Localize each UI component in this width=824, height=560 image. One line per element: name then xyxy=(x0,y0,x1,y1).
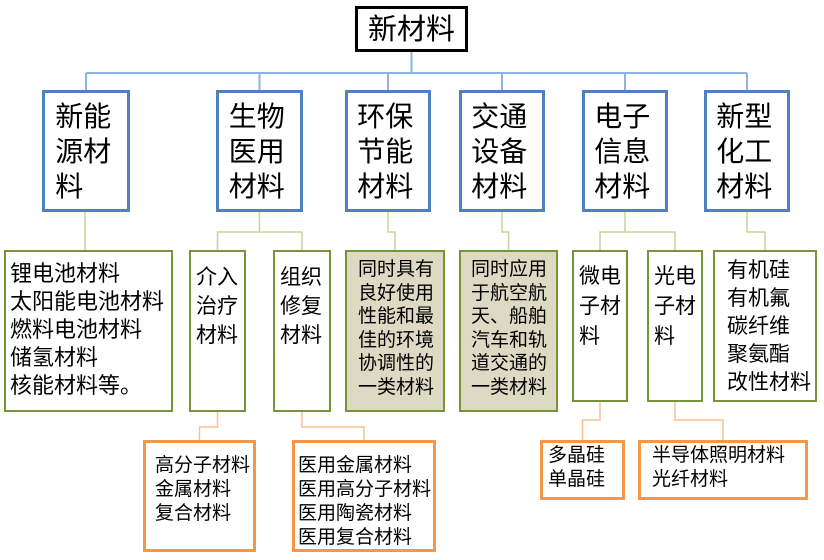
list-item: 核能材料等。 xyxy=(10,374,143,399)
subcategory-tissue-repair: 组织修复材料 xyxy=(273,250,331,412)
category-label: 环保节能材料 xyxy=(357,99,414,203)
connectors-root-to-categories xyxy=(85,52,748,90)
connector-chemical-to-list xyxy=(746,212,766,250)
subcategory-label: 组织修复材料 xyxy=(280,265,322,347)
category-biomedical: 生物医用材料 xyxy=(216,90,303,212)
example-item: 医用金属材料 xyxy=(298,454,413,476)
list-item: 碳纤维 xyxy=(727,314,790,338)
subcategory-label: 微电子材料 xyxy=(579,264,621,348)
examples-microelectronic: 多晶硅 单晶硅 xyxy=(540,440,625,500)
subcategory-chemical-list: 有机硅 有机氟 碳纤维 聚氨酯 改性材料 xyxy=(713,250,817,402)
list-item: 有机氟 xyxy=(727,286,790,310)
example-item: 单晶硅 xyxy=(548,468,606,490)
connectors-subcategories-to-examples xyxy=(198,402,724,440)
connector-electronic-to-subs xyxy=(599,231,676,250)
definition-text: 同时具有良好使用性能和最佳的环境协调性的一类材料 xyxy=(358,258,435,398)
root-label: 新材料 xyxy=(367,12,455,46)
category-new-energy: 新能源材料 xyxy=(42,90,130,212)
list-item: 太阳能电池材料 xyxy=(10,290,165,315)
connector-tissue-repair-to-examples xyxy=(301,412,365,440)
category-transport: 交通设备材料 xyxy=(459,90,545,212)
connectors-categories-to-subcategories xyxy=(84,212,766,250)
connector-biomedical-to-subs xyxy=(216,231,303,250)
connector-interventional-to-examples xyxy=(198,412,219,440)
examples-optoelectronic: 半导体照明材料 光纤材料 xyxy=(638,440,808,500)
example-item: 光纤材料 xyxy=(652,468,729,490)
root-node: 新材料 xyxy=(355,6,468,52)
list-item: 储氢材料 xyxy=(10,346,99,371)
connector-optoelectronic-to-examples xyxy=(674,402,724,440)
category-label: 电子信息材料 xyxy=(594,99,651,203)
example-item: 医用陶瓷材料 xyxy=(298,502,413,524)
examples-tissue-repair: 医用金属材料 医用高分子材料 医用陶瓷材料 医用复合材料 xyxy=(292,440,436,552)
definition-transport: 同时应用于航空航天、船舶汽车和轨道交通的一类材料 xyxy=(459,250,558,412)
definition-eco: 同时具有良好使用性能和最佳的环境协调性的一类材料 xyxy=(345,250,445,412)
category-label: 交通设备材料 xyxy=(471,99,528,203)
subcategory-label: 光电子材料 xyxy=(654,264,696,348)
list-item: 聚氨酯 xyxy=(727,342,790,366)
example-item: 多晶硅 xyxy=(548,444,606,466)
connector-microelectronic-to-examples xyxy=(581,402,601,440)
list-item: 燃料电池材料 xyxy=(10,318,143,343)
example-item: 高分子材料 xyxy=(155,454,251,476)
category-electronic: 电子信息材料 xyxy=(582,90,668,212)
subcategory-optoelectronic: 光电子材料 xyxy=(647,250,703,402)
list-item: 锂电池材料 xyxy=(10,262,121,287)
list-item: 改性材料 xyxy=(727,370,811,394)
list-item: 有机硅 xyxy=(727,258,790,282)
example-item: 半导体照明材料 xyxy=(652,444,786,466)
example-item: 金属材料 xyxy=(155,478,232,500)
connector-eco-to-definition xyxy=(387,212,396,250)
subcategory-label: 介入治疗材料 xyxy=(196,265,238,347)
examples-interventional: 高分子材料 金属材料 复合材料 xyxy=(143,440,256,552)
category-chemical: 新型化工材料 xyxy=(704,90,790,212)
example-item: 复合材料 xyxy=(155,502,232,524)
category-label: 生物医用材料 xyxy=(228,99,285,203)
category-eco: 环保节能材料 xyxy=(345,90,431,212)
example-item: 医用高分子材料 xyxy=(298,478,432,500)
example-item: 医用复合材料 xyxy=(298,526,413,548)
category-label: 新能源材料 xyxy=(55,99,112,203)
subcategory-microelectronic: 微电子材料 xyxy=(572,250,628,402)
connector-transport-to-definition xyxy=(501,212,510,250)
subcategory-interventional: 介入治疗材料 xyxy=(189,250,246,412)
definition-text: 同时应用于航空航天、船舶汽车和轨道交通的一类材料 xyxy=(471,258,548,398)
subcategory-new-energy-list: 锂电池材料 太阳能电池材料 燃料电池材料 储氢材料 核能材料等。 xyxy=(4,250,173,412)
category-label: 新型化工材料 xyxy=(716,99,773,203)
